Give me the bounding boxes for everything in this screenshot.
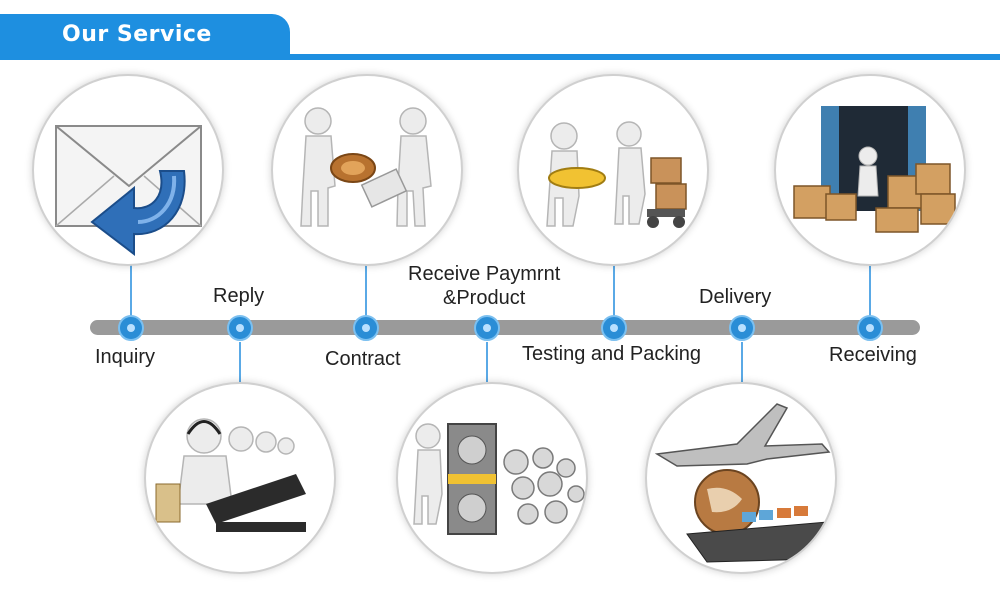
connector-receive [486,342,488,382]
step-image-testing-packing [517,74,709,266]
step-image-delivery [645,382,837,574]
header-tab [0,14,290,58]
step-label-inquiry: Inquiry [95,346,156,368]
timeline-node-reply [227,315,253,341]
step-label-contract: Contract [325,348,401,370]
connector-reply [239,342,241,382]
timeline-node-contract [353,315,379,341]
connector-contract [365,262,367,318]
header-underline [0,54,1000,60]
plane-ship-globe-icon [654,403,831,563]
timeline-node-testing [601,315,627,341]
step-image-inquiry [32,74,224,266]
container-boxes-icon [793,106,956,233]
connector-receiving [869,262,871,318]
step-image-receiving [774,74,966,266]
step-label-reply: Reply [213,285,265,307]
page-title: Our Service [62,22,212,47]
step-label-receive-payment: Receive Paymrnt &Product [408,263,561,309]
connector-delivery [741,342,743,382]
timeline-node-delivery [729,315,755,341]
step-image-receive-payment [396,382,588,574]
step-label-testing-packing: Testing and Packing [522,343,702,365]
envelope-reply-icon [55,125,202,257]
section-header: Our Service [0,0,1000,62]
timeline-bar [90,320,920,335]
step-image-reply [144,382,336,574]
timeline-node-receiving [857,315,883,341]
boxes-trolley-icon [546,121,687,228]
call-center-icon [155,418,306,532]
connector-inquiry [130,262,132,318]
gears-production-icon [413,423,585,535]
connector-testing [613,262,615,318]
step-image-contract [271,74,463,266]
step-label-delivery: Delivery [699,286,772,308]
step-label-receiving: Receiving [829,344,917,366]
timeline-node-receive [474,315,500,341]
handshake-contract-icon [300,107,432,227]
timeline-node-inquiry [118,315,144,341]
